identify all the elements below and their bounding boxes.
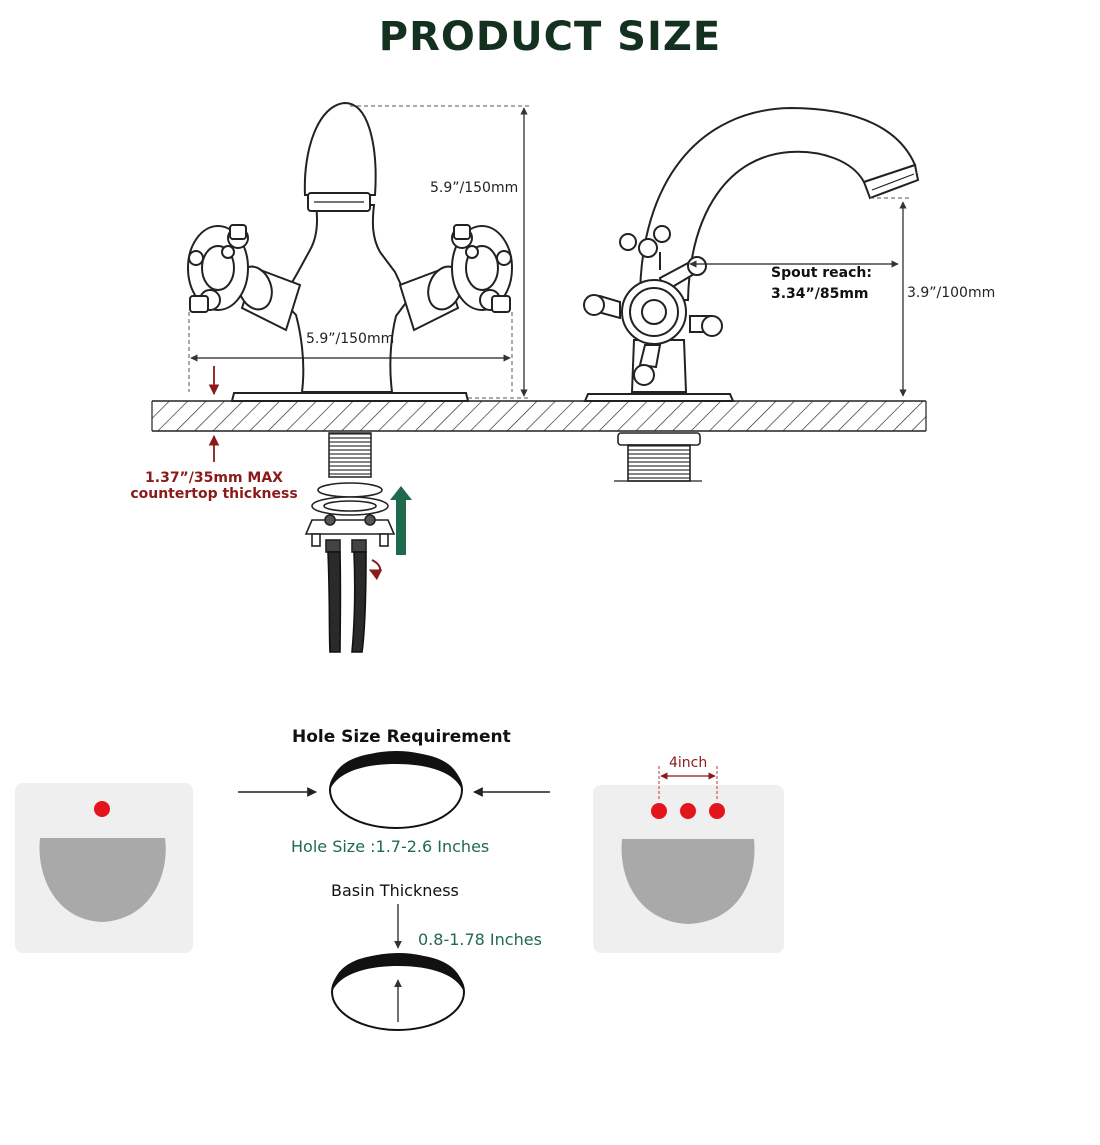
spout-height-label: 3.9”/100mm	[907, 285, 996, 301]
threaded-shank	[328, 432, 372, 478]
countertop-thickness-line1: 1.37”/35mm MAX	[145, 470, 283, 486]
mounting-nut	[614, 432, 702, 482]
countertop	[151, 400, 927, 432]
spout-reach-dimension	[689, 197, 912, 268]
spout-reach-value: 3.34”/85mm	[771, 286, 869, 302]
faucet-height-label: 5.9”/150mm	[430, 180, 519, 196]
countertop-thickness-label: 1.37”/35mm MAX countertop thickness	[124, 470, 304, 502]
faucet-width-dimension	[188, 312, 513, 392]
faucet-side-view-icon	[583, 106, 920, 402]
countertop-thickness-line2: countertop thickness	[130, 486, 298, 502]
faucet-height-dimension	[350, 105, 530, 399]
basin-thickness-heading: Basin Thickness	[331, 881, 459, 900]
basin-thickness-graphic	[331, 904, 465, 1031]
hole-spacing-label: 4inch	[669, 755, 708, 771]
faucet-width-label: 5.9”/150mm	[306, 331, 395, 347]
spout-reach-label: Spout reach:	[771, 265, 872, 281]
page-title: PRODUCT SIZE	[378, 14, 722, 60]
single-hole-sink-icon	[15, 783, 193, 953]
three-hole-sink-icon	[593, 766, 784, 953]
hole-size-heading: Hole Size Requirement	[292, 727, 511, 747]
mounting-kit-icon	[304, 482, 396, 653]
install-direction-arrow	[390, 486, 412, 555]
hole-size-graphic	[238, 751, 550, 829]
basin-thickness-value: 0.8-1.78 Inches	[418, 930, 542, 949]
faucet-front-view-icon	[187, 101, 513, 402]
hole-size-value: Hole Size :1.7-2.6 Inches	[291, 837, 490, 856]
